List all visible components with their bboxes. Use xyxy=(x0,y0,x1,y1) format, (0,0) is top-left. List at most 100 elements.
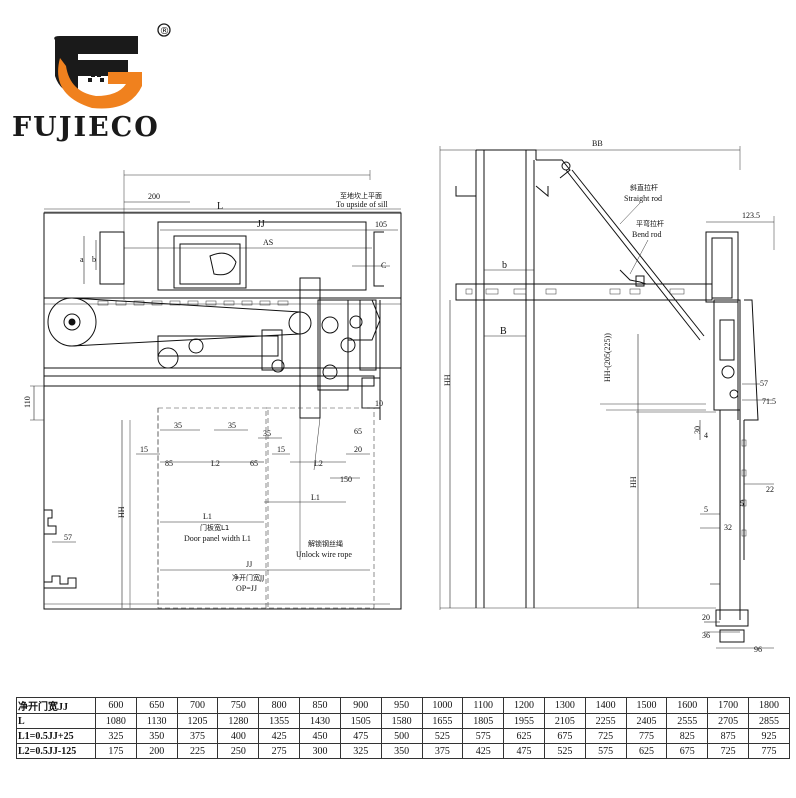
logo-mark-icon xyxy=(54,23,171,109)
table-cell: 825 xyxy=(666,728,709,744)
registered-mark: ® xyxy=(160,26,170,37)
panel-label-en: Door panel width L1 xyxy=(184,534,251,543)
dim-B-side: B xyxy=(500,326,507,337)
table-cell: 675 xyxy=(666,743,709,759)
table-row-header: L1=0.5JJ+25 xyxy=(16,728,96,744)
table-cell: 1355 xyxy=(258,713,301,729)
dim-AS: AS xyxy=(263,238,273,247)
dim-85: 85 xyxy=(165,459,173,468)
dim-4: 4 xyxy=(704,431,708,440)
dim-5-b: 5 xyxy=(740,499,744,508)
table-cell: 750 xyxy=(217,697,260,714)
table-cell: 725 xyxy=(584,728,627,744)
table-cell: 1000 xyxy=(421,697,464,714)
straight-rod-label-cn: 斜直拉杆 xyxy=(630,183,658,192)
table-cell: 275 xyxy=(258,743,301,759)
dim-b: b xyxy=(92,255,96,264)
table-cell: 1600 xyxy=(666,697,709,714)
table-cell: 875 xyxy=(707,728,749,744)
dim-96: 96 xyxy=(754,645,762,654)
table-cell: 475 xyxy=(503,743,545,759)
dim-123-5: 123.5 xyxy=(742,211,760,220)
opening-label-cn: 净开门宽JJ xyxy=(232,573,264,582)
wire-label-en: Unlock wire rope xyxy=(296,550,352,559)
table-cell: 2555 xyxy=(666,713,709,729)
table-cell: 2105 xyxy=(543,713,586,729)
table-cell: 625 xyxy=(625,743,668,759)
table-cell: 675 xyxy=(543,728,586,744)
dim-35-a: 35 xyxy=(174,421,182,430)
wire-label-cn: 解锁钢丝绳 xyxy=(308,539,343,548)
table-cell: 1100 xyxy=(462,697,505,714)
table-cell: 175 xyxy=(95,743,137,759)
table-cell: 1955 xyxy=(503,713,545,729)
table-cell: 625 xyxy=(503,728,545,744)
table-cell: 200 xyxy=(135,743,178,759)
table-cell: 400 xyxy=(217,728,260,744)
table-cell: 525 xyxy=(421,728,464,744)
table-cell: 700 xyxy=(176,697,219,714)
table-cell: 225 xyxy=(176,743,219,759)
panel-label-cn: 门板宽L1 xyxy=(200,523,229,532)
table-cell: 1505 xyxy=(339,713,382,729)
bend-rod-label-cn: 平弯拉杆 xyxy=(636,219,664,228)
dim-L1-a: L1 xyxy=(311,493,320,502)
dim-HH-front: HH xyxy=(117,506,126,518)
table-cell: 475 xyxy=(339,728,382,744)
table-cell: 725 xyxy=(707,743,749,759)
dim-30: 30 xyxy=(693,426,702,434)
dim-105: 105 xyxy=(375,220,387,229)
table-cell: 1655 xyxy=(421,713,464,729)
bend-rod-label-en: Bend rod xyxy=(632,230,662,239)
table-cell: 2855 xyxy=(748,713,790,729)
table-row-header: L xyxy=(16,713,96,729)
table-cell: 650 xyxy=(135,697,178,714)
dim-65-b: 65 xyxy=(354,427,362,436)
dim-35-c: 35 xyxy=(263,429,271,438)
table-cell: 925 xyxy=(748,728,790,744)
table-cell: 1800 xyxy=(748,697,790,714)
table-cell: 350 xyxy=(380,743,423,759)
table-cell: 575 xyxy=(462,728,505,744)
side-view: BB b B HH HH-(205(225)) HH 123.5 57 71.5… xyxy=(439,139,776,654)
dim-10: 10 xyxy=(375,399,383,408)
dim-HH-lower: HH xyxy=(629,476,638,488)
dim-20-side: 20 xyxy=(702,613,710,622)
sill-label-en: To upside of sill xyxy=(336,200,388,209)
table-cell: 300 xyxy=(299,743,341,759)
dim-150: 150 xyxy=(340,475,352,484)
table-cell: 375 xyxy=(176,728,219,744)
dim-L1-b: L1 xyxy=(203,512,212,521)
table-cell: 1430 xyxy=(299,713,341,729)
dim-L2-b: L2 xyxy=(314,459,323,468)
dim-32: 32 xyxy=(724,523,732,532)
table-row-header: 净开门宽JJ xyxy=(16,697,96,714)
table-cell: 800 xyxy=(258,697,301,714)
dim-a: a xyxy=(80,255,84,264)
table-cell: 1130 xyxy=(135,713,178,729)
table-cell: 2255 xyxy=(584,713,627,729)
table-row-header: L2=0.5JJ-125 xyxy=(16,743,96,759)
table-cell: 1280 xyxy=(217,713,260,729)
dim-JJ-b: JJ xyxy=(246,560,252,569)
table-cell: 775 xyxy=(625,728,668,744)
technical-drawing: 200 L JJ 105 AS C a b 110 10 35 35 35 15… xyxy=(23,139,776,654)
table-cell: 1580 xyxy=(380,713,423,729)
dim-5-a: 5 xyxy=(704,505,708,514)
table-cell: 425 xyxy=(258,728,301,744)
opening-label-en: OP=JJ xyxy=(236,584,257,593)
dim-110: 110 xyxy=(23,396,32,408)
table-cell: 775 xyxy=(748,743,790,759)
table-cell: 425 xyxy=(462,743,505,759)
table-cell: 575 xyxy=(584,743,627,759)
table-cell: 500 xyxy=(380,728,423,744)
dim-15-b: 15 xyxy=(277,445,285,454)
dim-57-side: 57 xyxy=(760,379,768,388)
dim-C: C xyxy=(381,261,386,270)
table-cell: 450 xyxy=(299,728,341,744)
dim-HH-side: HH xyxy=(443,374,452,386)
